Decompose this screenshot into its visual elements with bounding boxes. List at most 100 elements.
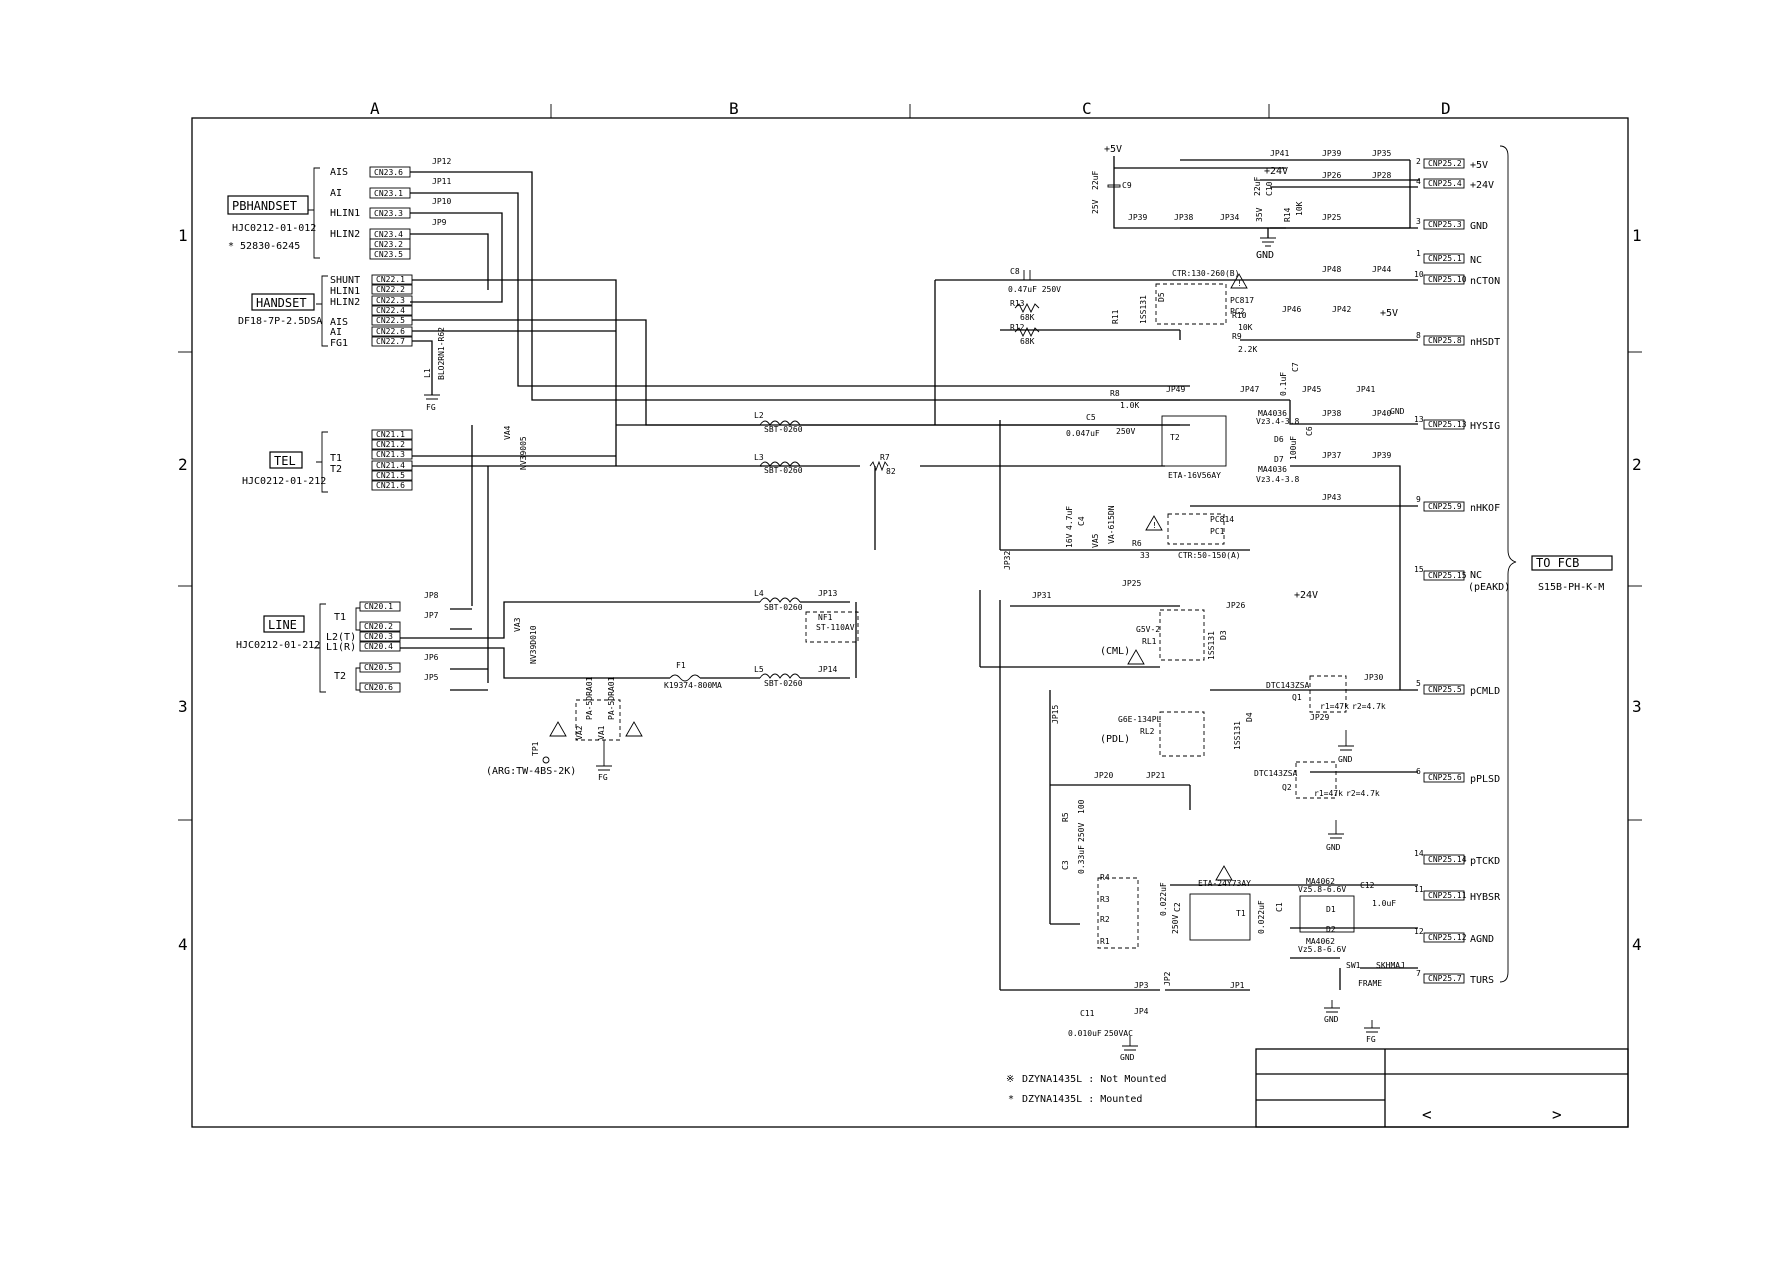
arg-label: (ARG:TW-4BS-2K) — [486, 766, 576, 777]
d4-ref: D4 — [1245, 712, 1254, 722]
r9-label: R9 — [1232, 332, 1242, 341]
cml-label: (CML) — [1100, 646, 1130, 657]
fcb-pin-2-sig: GND — [1470, 221, 1488, 232]
q1-transistor: DTC143ZSA Q1 r1=47k r2=4.7k GND — [1266, 675, 1386, 764]
jp2-label: JP2 — [1163, 971, 1172, 986]
p5v-jp42-label: +5V GND — [1380, 308, 1405, 416]
jp14-label: JP14 — [818, 665, 837, 674]
gnd-sw1-label: GND — [1324, 1015, 1339, 1024]
va1-va2-tp1: VA2 VA1 PA-5DRA01 PA-5DRA01 TP1 (ARG:TW-… — [486, 676, 643, 782]
c7-label: C7 — [1291, 362, 1300, 372]
fcb-pin-0-num: 2 — [1416, 157, 1421, 166]
jp34-label: JP39 — [1322, 149, 1341, 158]
jp32-label: JP32 — [1003, 551, 1012, 570]
jp3-label: JP3 — [1134, 981, 1149, 990]
jp40-label: JP40 — [1372, 409, 1391, 418]
c3-label: C3 — [1061, 860, 1070, 870]
row-label-1-left: 1 — [178, 226, 188, 245]
t2-part: ETA-16V56AY — [1168, 471, 1221, 480]
sw1-label: SW1 — [1346, 961, 1361, 970]
tel-ref-2: CN21.3 — [376, 450, 405, 459]
fcb-pin-9-ref: CNP25.5 — [1428, 685, 1462, 694]
r12-resistor: R12 68K — [1010, 323, 1040, 346]
jp48-label: JP48 — [1322, 265, 1341, 274]
handset-pin-fg1: FG1 — [330, 338, 348, 349]
fcb-pin-13-sig: AGND — [1470, 934, 1494, 945]
fcb-pin-7-num: 9 — [1416, 495, 1421, 504]
d1-part: MA4062 — [1306, 877, 1335, 886]
fcb-pin-11-num: 14 — [1414, 849, 1424, 858]
handset-ref-1: CN22.2 — [376, 285, 405, 294]
c1-value: 0.022uF — [1257, 900, 1266, 934]
d2-vz: Vz5.8-6.6V — [1298, 945, 1346, 954]
nf1-part: ST-110AV — [816, 623, 855, 632]
c11-value: 0.010uF — [1068, 1029, 1102, 1038]
gnd-jp41: GND — [1390, 407, 1405, 416]
fcb-pin-13-ref: CNP25.12 — [1428, 933, 1467, 942]
column-label-c: C — [1082, 99, 1092, 118]
fcb-pin-12: 11 CNP25.11 HYBSR — [1414, 885, 1501, 903]
fcb-pin-12-ref: CNP25.11 — [1428, 891, 1467, 900]
handset-pin-ai: AI — [330, 327, 342, 338]
l1-inductor: L1 BLO2RN1-R62 FG — [423, 327, 446, 412]
jp31-label: JP31 — [1032, 591, 1051, 600]
r13-label: R13 — [1010, 299, 1025, 308]
r10-r9-resistors: R10 10K R9 2.2K C7 0.1uF R8 1.0K — [1110, 311, 1300, 410]
fcb-pin-10-sig: pPLSD — [1470, 774, 1500, 785]
p5v-jp42: +5V — [1380, 308, 1398, 319]
jp49-label: JP49 — [1166, 385, 1185, 394]
pbhandset-ref-1: CN23.1 — [374, 189, 403, 198]
l2-l3-inductors: L2 SBT-0260 L3 SBT-0260 R7 82 — [754, 411, 896, 476]
d7-part: MA4036 — [1258, 465, 1287, 474]
to-fcb-connector: TO FCB S15B-PH-K-M (pEAKD) — [1468, 145, 1613, 983]
handset-connector: HANDSET DF18-7P-2.5DSA SHUNT HLIN1 HLIN2… — [238, 274, 413, 349]
to-fcb-part: S15B-PH-K-M — [1538, 582, 1604, 593]
jp39-label: JP39 — [1372, 451, 1391, 460]
jp21-label: JP21 — [1146, 771, 1165, 780]
jp36-label: JP41 — [1270, 149, 1289, 158]
r13-value: 68K — [1020, 313, 1035, 322]
fcb-pin-13-num: 12 — [1414, 927, 1424, 936]
column-label-a: A — [370, 99, 380, 118]
tel-ref-0: CN21.1 — [376, 430, 405, 439]
r3-label: R3 — [1100, 895, 1110, 904]
jp23-label: JP28 — [1372, 171, 1391, 180]
handset-ref-0: CN22.1 — [376, 275, 405, 284]
row-label-3-right: 3 — [1632, 697, 1642, 716]
fcb-pin-7-sig: nHKOF — [1470, 503, 1500, 514]
gnd-q1-label: GND — [1338, 755, 1353, 764]
note-1-text: DZYNA1435L : Mounted — [1022, 1094, 1142, 1105]
c12-value: 1.0uF — [1372, 899, 1396, 908]
tel-ref-1: CN21.2 — [376, 440, 405, 449]
r13-resistor: R13 68K — [1010, 299, 1040, 322]
row-label-4-left: 4 — [178, 935, 188, 954]
pc2-optocoupler: CTR:130-260(B) PC817 PC2 R11 1SS131 D5 ! — [1111, 269, 1254, 325]
fcb-pin-2: 3 CNP25.3 GND — [1416, 217, 1488, 232]
q2-part: DTC143ZSA — [1254, 769, 1298, 778]
fcb-pin-3: 1 CNP25.1 NC — [1416, 249, 1482, 266]
jp29-label: JP34 — [1220, 213, 1239, 222]
fcb-pin-11: 14 CNP25.14 pTCKD — [1414, 849, 1500, 867]
q2-r1: r1=47k — [1314, 789, 1343, 798]
jp25-label: JP25 — [1122, 579, 1141, 588]
pbhandset-ref-4: CN23.2 — [374, 240, 403, 249]
fg-l1-label: FG — [426, 403, 436, 412]
r14-label: R14 — [1283, 207, 1292, 222]
r12-value: 68K — [1020, 337, 1035, 346]
c5-voltage: 250V — [1116, 427, 1135, 436]
c2-voltage: 250V — [1171, 915, 1180, 934]
fcb-pin-11-sig: pTCKD — [1470, 856, 1500, 867]
d2-part: MA4062 — [1306, 937, 1335, 946]
c10-voltage: 35V — [1255, 207, 1264, 222]
line-part: HJC0212-01-212 — [236, 640, 320, 651]
line-ref-2: CN20.3 — [364, 632, 393, 641]
jp5-label: JP5 — [424, 673, 439, 682]
va4-label: VA4 — [503, 425, 512, 440]
gnd-q2-label: GND — [1326, 843, 1341, 852]
jp6-label: JP6 — [424, 653, 439, 662]
tel-ref-4: CN21.5 — [376, 471, 405, 480]
p24v-relay-label: +24V — [1294, 590, 1318, 601]
r4-label: R4 — [1100, 873, 1110, 882]
d6-d7-diodes: MA4036 Vz3.4-3.8 D6 D7 MA4036 Vz3.4-3.8 … — [1256, 409, 1314, 484]
fcb-pin-1-num: 4 — [1416, 177, 1421, 186]
